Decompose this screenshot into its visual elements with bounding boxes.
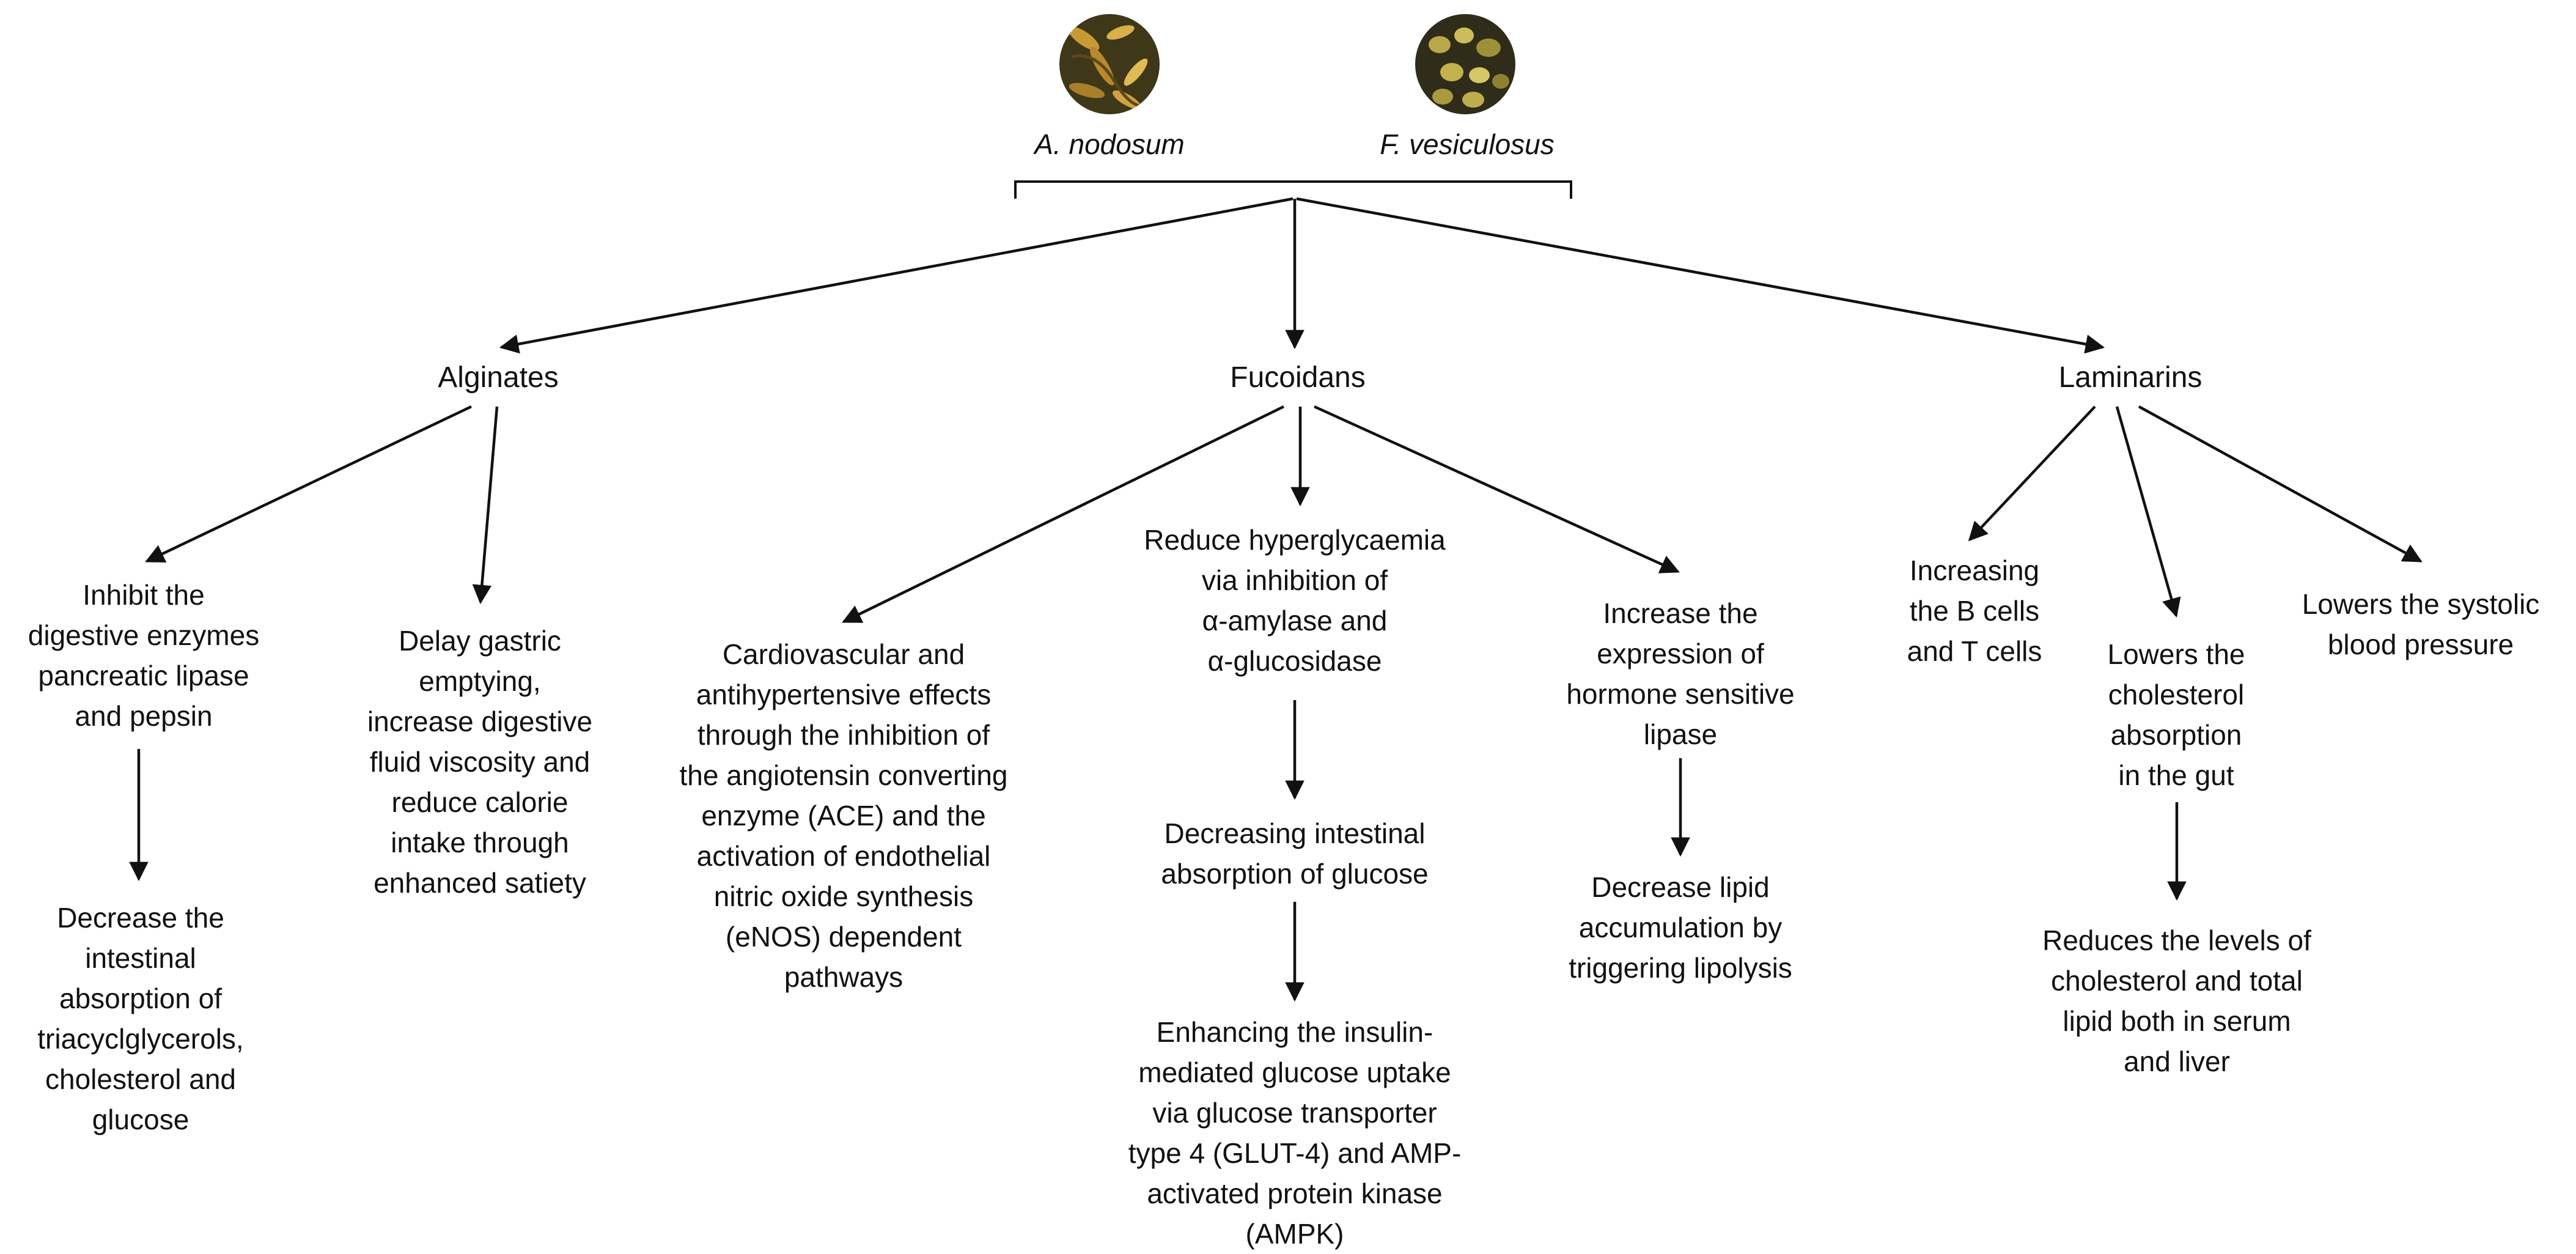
arrow-laminarins-cholesterol <box>2115 406 2181 618</box>
arrow-alginates-enzymes <box>145 405 472 563</box>
f-vesiculosus-photo <box>1415 14 1515 114</box>
arrow-fucoidans-lipase <box>1314 405 1680 574</box>
species-name-a-nodosum: A. nodosum <box>1034 128 1185 160</box>
arrow-laminarins-bcells <box>1968 405 2096 542</box>
alginates-label: Alginates <box>438 361 559 394</box>
arrow-to-alginates <box>499 197 1294 354</box>
arrow-alginates-gastric <box>472 406 499 605</box>
fucoidans-insulin-uptake: Enhancing the insulin-mediated glucose u… <box>1128 1016 1462 1250</box>
species-bracket <box>1014 180 1572 199</box>
species-name-f-vesiculosus: F. vesiculosus <box>1380 128 1555 160</box>
a-nodosum-photo <box>1059 14 1160 114</box>
laminarins-label: Laminarins <box>2058 361 2202 394</box>
arrow-to-laminarins <box>1296 197 2105 354</box>
arrow-fucoidans-cardio <box>842 405 1284 624</box>
arrow-laminarins-bp <box>2138 405 2423 562</box>
fucoidans-label: Fucoidans <box>1230 361 1366 394</box>
